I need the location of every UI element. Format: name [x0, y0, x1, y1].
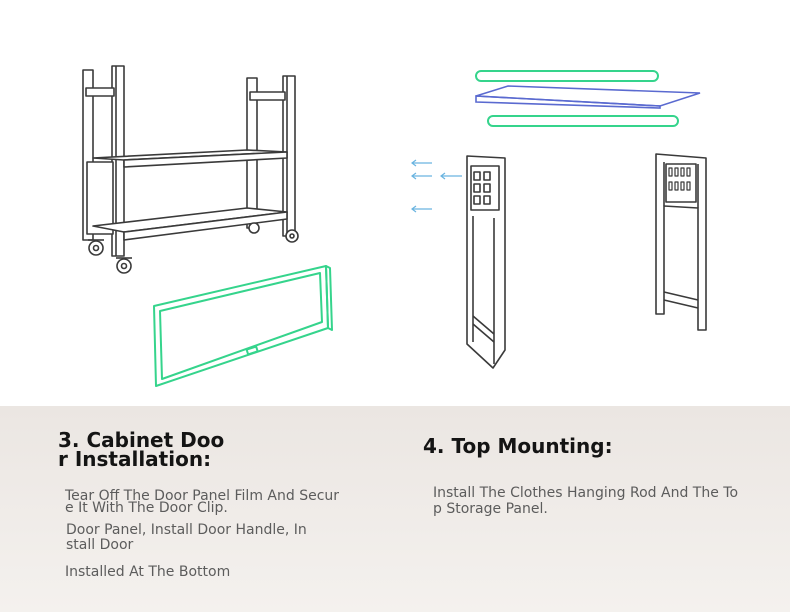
top-storage-panel [475, 85, 701, 109]
section-3-step-1-line-1: Tear Off The Door Panel Film And Secur [65, 488, 340, 504]
assembly-illustration [82, 65, 707, 387]
section-4-step-line-2: p Storage Panel. [433, 501, 548, 517]
side-frame-right [655, 153, 707, 331]
hanging-rod-bottom [487, 115, 679, 127]
section-3-step-3: Installed At The Bottom [65, 564, 231, 580]
cabinet-frame-drawing [82, 65, 299, 274]
section-3-step-2-line-2: stall Door [66, 537, 134, 553]
hanging-rod-top [475, 70, 659, 82]
door-panel-drawing [153, 265, 333, 387]
instructions-panel: 3. Cabinet Doo r Installation: Tear Off … [0, 406, 790, 612]
section-3-title-line-2: r Installation: [58, 447, 212, 471]
section-3-title-line-1: 3. Cabinet Doo [58, 428, 225, 452]
side-frame-left [466, 155, 506, 369]
section-4-title: 4. Top Mounting: [423, 434, 613, 458]
section-3-step-2-line-1: Door Panel, Install Door Handle, In [66, 522, 307, 538]
section-3-step-1-line-2: e It With The Door Clip. [65, 500, 228, 516]
section-4-step-line-1: Install The Clothes Hanging Rod And The … [433, 485, 739, 501]
screws [411, 159, 462, 213]
